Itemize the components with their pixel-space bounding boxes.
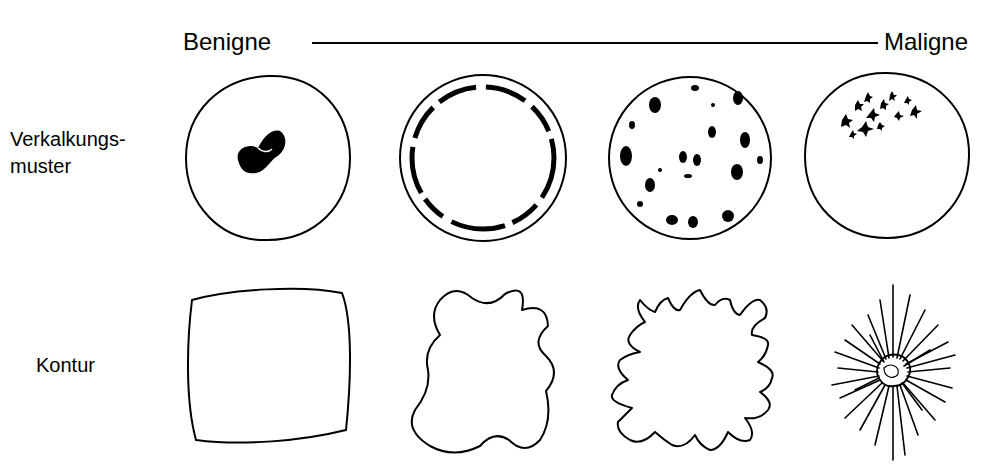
microlobulated-contour bbox=[612, 290, 773, 450]
smooth-contour bbox=[188, 289, 350, 443]
rim-calcification bbox=[412, 87, 554, 229]
clustered-microcalcifications bbox=[841, 91, 922, 139]
scale-line bbox=[312, 42, 878, 44]
lesion-outline bbox=[609, 77, 771, 239]
lesion-outline bbox=[186, 76, 350, 240]
scattered-calcifications bbox=[620, 85, 763, 228]
scale-end-label: Maligne bbox=[884, 26, 968, 58]
row-label: Kontur bbox=[36, 352, 95, 379]
scale-start-label: Benigne bbox=[183, 26, 271, 58]
lesion-outline bbox=[805, 73, 969, 238]
row-label: Verkalkungs- muster bbox=[10, 126, 138, 180]
lobulated-contour bbox=[412, 290, 554, 452]
central-calcification bbox=[238, 131, 286, 174]
calcification-gap bbox=[258, 148, 272, 152]
spiculated-contour bbox=[832, 285, 955, 460]
lesion-outline bbox=[400, 75, 566, 241]
